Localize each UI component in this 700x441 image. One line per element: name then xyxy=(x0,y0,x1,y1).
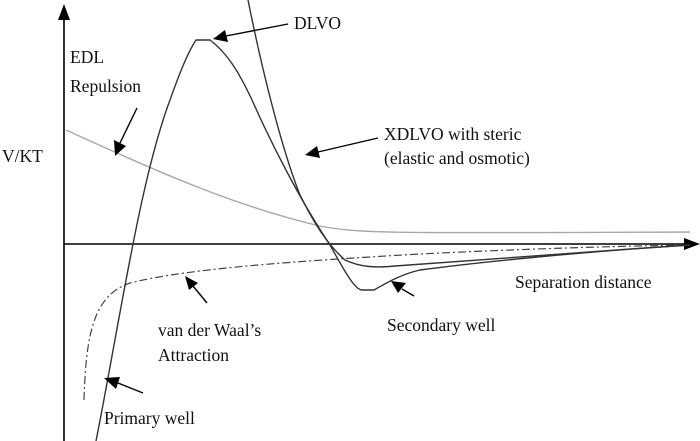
dlvo-pointer-head xyxy=(213,30,228,42)
edl-repulsion-curve xyxy=(65,129,691,234)
x-axis-label: Separation distance xyxy=(515,272,652,292)
x-axis-arrowhead xyxy=(684,238,700,250)
primary-well-pointer-head xyxy=(104,377,120,389)
xdlvo-label-line2: (elastic and osmotic) xyxy=(384,148,530,168)
labels: V/KT Separation distance EDL Repulsion D… xyxy=(2,13,652,428)
secondary-well-pointer-head xyxy=(391,281,406,293)
vdw-label-line1: van der Waal’s xyxy=(158,320,261,340)
dlvo-curve xyxy=(95,39,691,441)
primary-well-pointer-line xyxy=(117,382,144,394)
edl-label-line1: EDL xyxy=(70,47,104,67)
xdlvo-label-line1: XDLVO with steric xyxy=(384,124,522,144)
primary-well-label: Primary well xyxy=(104,408,195,428)
xdlvo-pointer-line xyxy=(317,137,379,153)
y-axis-arrowhead xyxy=(58,4,70,20)
xdlvo-curve xyxy=(247,0,691,268)
curves xyxy=(65,0,691,441)
pointer-arrows xyxy=(104,23,415,394)
xdlvo-pointer-head xyxy=(305,146,320,158)
edl-label-line2: Repulsion xyxy=(70,76,141,96)
secondary-well-pointer-line xyxy=(401,288,415,297)
vdw-label-line2: Attraction xyxy=(158,345,229,365)
y-axis-label: V/KT xyxy=(2,146,43,166)
vdw-pointer-head xyxy=(185,276,198,290)
secondary-well-label: Secondary well xyxy=(387,315,496,335)
dlvo-label: DLVO xyxy=(294,13,341,33)
vdw-pointer-line xyxy=(192,285,208,304)
dlvo-pointer-line xyxy=(225,23,289,37)
edl-pointer-line xyxy=(119,107,138,144)
van-der-waals-curve xyxy=(83,244,691,401)
axes xyxy=(58,4,700,441)
edl-pointer-head xyxy=(114,140,126,156)
